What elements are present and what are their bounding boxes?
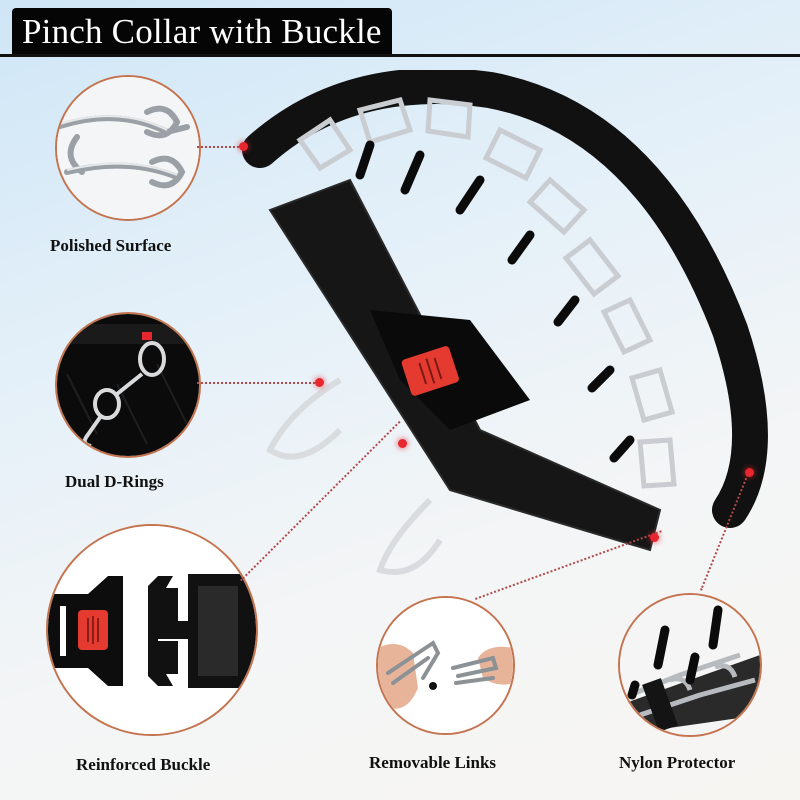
marker-dot-polished-surface bbox=[238, 141, 248, 151]
removable-links-callout bbox=[376, 596, 515, 735]
page-title: Pinch Collar with Buckle bbox=[22, 11, 382, 51]
marker-dot-nylon-protector bbox=[744, 467, 754, 477]
marker-dot-dual-d-rings bbox=[314, 377, 324, 387]
marker-dot-removable-links bbox=[649, 532, 659, 542]
rubber-tipped-prongs-icon bbox=[620, 595, 760, 735]
marker-dot-reinforced-buckle bbox=[397, 438, 407, 448]
leader-polished-surface bbox=[197, 146, 243, 148]
reinforced-buckle-label: Reinforced Buckle bbox=[76, 755, 211, 774]
pinch-collar-icon bbox=[242, 70, 768, 575]
polished-surface-callout bbox=[55, 75, 201, 221]
chain-link-closeup-icon bbox=[57, 77, 199, 219]
hands-separating-links-icon bbox=[378, 598, 513, 733]
d-ring-on-fur-icon bbox=[57, 314, 199, 456]
removable-links-label: Removable Links bbox=[369, 753, 497, 772]
title-banner: Pinch Collar with Buckle bbox=[12, 8, 392, 54]
dual-d-rings-callout bbox=[55, 312, 201, 458]
nylon-protector-callout bbox=[618, 593, 762, 737]
quick-release-buckle-icon bbox=[48, 526, 256, 734]
nylon-protector-label: Nylon Protector bbox=[619, 753, 736, 772]
title-underline bbox=[0, 54, 800, 57]
leader-dual-d-rings bbox=[197, 382, 319, 384]
main-product-image bbox=[230, 70, 790, 590]
polished-surface-label: Polished Surface bbox=[50, 236, 172, 255]
dual-d-rings-label: Dual D-Rings bbox=[65, 472, 164, 491]
reinforced-buckle-callout bbox=[46, 524, 258, 736]
